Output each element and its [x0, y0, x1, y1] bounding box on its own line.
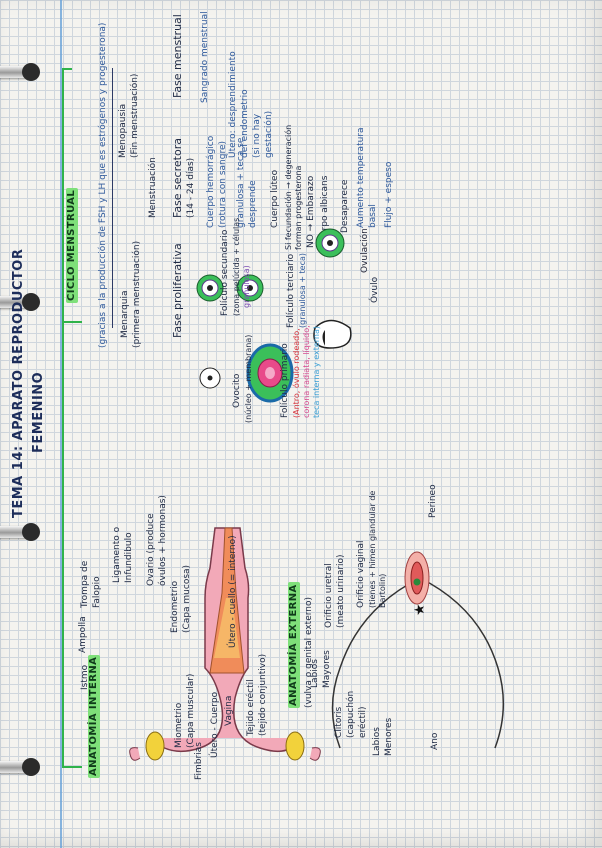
label-foliculo-primario: Folículo primario — [280, 343, 290, 418]
label-labios-menores-2: Menores — [384, 718, 394, 756]
label-clitoris-2: (capuchón — [346, 691, 356, 738]
label-vagina: Vagina — [224, 696, 234, 726]
label-menarquia: Menarquia — [120, 291, 130, 339]
label-clitoris: Clítoris — [334, 707, 344, 738]
label-ligamento-2: Infundibulo — [124, 532, 134, 583]
label-fimbrias: Fimbrias — [194, 742, 204, 780]
label-orificio-uretral: Orificio uretral — [324, 563, 334, 628]
label-utero-cuerpo: Útero - Cuerpo — [210, 692, 220, 758]
label-utero-desprendimiento-3: (si no hay — [252, 114, 262, 158]
label-orificio-vaginal-3: Bartolin) — [378, 574, 387, 608]
label-foliculo-terciario-2: (granulosa + teca) — [298, 253, 307, 328]
label-utero-desprendimiento-4: gestación) — [264, 111, 274, 158]
label-miometrio-2: (Capa muscular) — [186, 674, 196, 748]
label-fase-proliferativa: Fase proliferativa — [172, 243, 185, 338]
section-heading-cycle: CICLO MENSTRUAL — [66, 188, 78, 303]
label-tejido: Tejido eréctil — [246, 679, 256, 736]
label-tejido-2: (tejido conjuntivo) — [258, 654, 268, 736]
label-menopausia: Menopausia — [118, 104, 128, 158]
label-orificio-vaginal: Orificio vaginal — [356, 540, 366, 608]
label-trompa: Trompa de — [80, 561, 90, 608]
label-clitoris-3: eréctil) — [358, 706, 368, 738]
tree-main-line — [62, 68, 64, 768]
label-sangrado: Sangrado menstrual — [200, 11, 210, 103]
svg-text:★: ★ — [412, 603, 428, 616]
label-trompa-2: Falopio — [92, 576, 102, 608]
label-orificio-vaginal-2: (tienes + himen glandular de — [368, 491, 377, 608]
tree-branch — [62, 68, 72, 70]
label-ovulo: Óvulo — [370, 277, 380, 303]
label-foliculo-secundario: Folículo secundario — [220, 230, 230, 316]
label-fase-menstrual: Fase menstrual — [172, 14, 185, 98]
label-utero-desprendimiento: Útero: desprendimiento — [228, 51, 238, 158]
label-menarquia-2: (primera menstruación) — [132, 241, 142, 348]
section-heading-external: ANATOMÍA EXTERNA — [288, 582, 300, 708]
cycle-tree-line — [112, 68, 113, 328]
label-orificio-uretral-2: (meato urinario) — [336, 554, 346, 628]
label-ano: Ano — [430, 733, 440, 750]
label-foliculo-secundario-2: (zona pelúcida + células — [232, 218, 241, 316]
label-istmo: Istmo — [80, 665, 90, 690]
label-perineo: Perineo — [428, 484, 438, 518]
label-labios-menores: Labios — [372, 727, 382, 756]
label-antro-2: corona radiata, líquido, — [302, 325, 311, 418]
label-ligamento: Ligamento o — [112, 527, 122, 583]
label-miometrio: Miometrio — [174, 703, 184, 748]
label-labios-mayores-2: Mayores — [322, 650, 332, 688]
label-menstruacion: Menstruación — [148, 157, 158, 218]
label-ovocito-2: (núcleo + membrana) — [244, 335, 253, 423]
cycle-intro: (gracias a la producción de FSH y LH que… — [98, 23, 108, 348]
label-labios-mayores: Labios — [310, 659, 320, 688]
label-ovario: Ovario (produce — [146, 513, 156, 586]
label-ovocito: Ovocito — [232, 374, 242, 408]
label-antro: (Antro, óvulo rodeado, — [292, 328, 301, 418]
label-menopausia-2: (Fin menstruación) — [130, 74, 140, 158]
page-title: TEMA 14: APARATO REPRODUCTOR — [12, 249, 27, 518]
label-endometrio: Endometrio — [170, 581, 180, 633]
label-utero-desprendimiento-2: del endometrio — [240, 89, 250, 158]
page-title-line2: FEMENINO — [32, 372, 47, 453]
label-cuello: Útero - cuello (= interno) — [228, 535, 238, 648]
label-fase-secretora: Fase secretora — [172, 138, 185, 218]
label-foliculo-secundario-3: granulosa) — [242, 265, 251, 308]
label-foliculo-terciario: Folículo terciario — [286, 254, 296, 328]
external-subheading: (vulva o genital externo) — [304, 597, 314, 708]
tree-branch — [62, 766, 82, 768]
label-ovario-2: óvulos + hormonas) — [158, 495, 168, 586]
vulva-illustration: ★ — [320, 568, 510, 768]
label-ampolla: Ampolla — [78, 616, 88, 653]
tree-branch — [62, 321, 82, 323]
label-antro-3: teca interna y externa) — [312, 326, 321, 418]
label-endometrio-2: (Capa mucosa) — [182, 565, 192, 633]
